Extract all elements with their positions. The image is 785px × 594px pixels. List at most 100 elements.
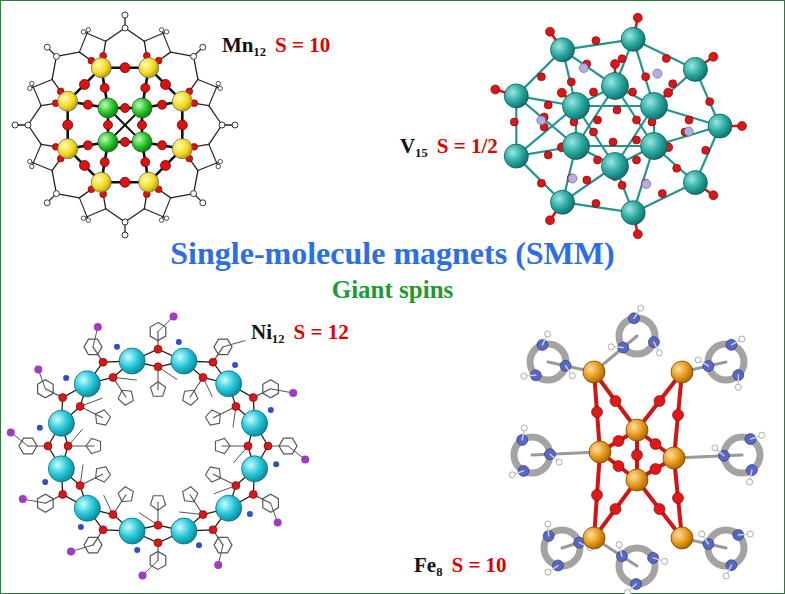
ligand-bond xyxy=(209,144,218,166)
hydrogen-atom xyxy=(164,30,168,34)
hydrogen-atom xyxy=(159,218,163,222)
oxygen-atom xyxy=(611,60,620,69)
halogen-atom xyxy=(94,323,102,331)
oxygen-atom xyxy=(59,394,67,402)
nickel-atom xyxy=(171,518,197,544)
oxygen-atom xyxy=(232,402,240,410)
spin-value: S = 10 xyxy=(451,553,506,577)
hydrogen-atom xyxy=(545,521,551,527)
pyrrolidine-ring xyxy=(96,467,111,482)
oxygen-atom xyxy=(654,396,665,407)
manganese-atom xyxy=(91,58,111,78)
hydrogen-atom xyxy=(545,331,551,337)
oxygen-atom xyxy=(629,88,637,96)
oxygen-atom xyxy=(662,54,670,62)
oxygen-atom xyxy=(609,138,617,146)
carbon-atom xyxy=(44,44,50,50)
oxygen-atom xyxy=(158,141,167,150)
manganese-atom xyxy=(139,172,159,192)
fe8-molecule xyxy=(509,305,765,594)
oxygen-atom xyxy=(209,526,217,534)
hydrogen-atom xyxy=(638,305,644,311)
oxygen-atom xyxy=(109,373,117,381)
oxygen-atom xyxy=(610,504,621,515)
nitrogen-atom xyxy=(176,339,182,345)
ligand-bond xyxy=(56,52,79,56)
ligand-bond xyxy=(171,194,194,198)
iron-atom xyxy=(583,527,605,549)
oxygen-atom xyxy=(632,450,643,461)
nitrogen-atom xyxy=(37,425,43,431)
molecule-name: Mn₁₂ xyxy=(222,33,266,57)
halogen-atom xyxy=(67,547,75,555)
pyrrolidine-ring xyxy=(183,487,198,502)
nickel-atom xyxy=(216,495,242,521)
carbon-atom xyxy=(12,122,18,128)
oxygen-atom xyxy=(80,80,90,90)
carbon-atom xyxy=(191,53,197,59)
iron-atom xyxy=(589,441,611,463)
hydrogen-atom xyxy=(164,216,168,220)
oxygen-atom xyxy=(633,156,641,164)
halogen-atom xyxy=(170,313,178,321)
oxygen-atom xyxy=(100,83,109,92)
arsenic-atom xyxy=(537,116,546,125)
vanadium-atom xyxy=(563,133,590,160)
vanadium-atom xyxy=(602,73,629,100)
oxygen-atom xyxy=(199,511,207,519)
nitrogen-atom xyxy=(268,407,274,413)
oxygen-atom xyxy=(590,88,598,96)
manganese-atom xyxy=(58,91,78,111)
oxygen-atom xyxy=(80,161,90,171)
hydrogen-atom xyxy=(662,558,668,564)
oxygen-atom xyxy=(709,52,718,61)
text-holder: Mn₁₂ S = 10 xyxy=(222,33,330,57)
molecule-name: Fe₈ xyxy=(414,553,442,577)
vanadium-atom xyxy=(641,93,668,120)
oxygen-atom xyxy=(100,158,109,167)
ni12-molecule xyxy=(7,313,309,580)
ligand-bond xyxy=(194,171,198,194)
hydrogen-atom xyxy=(712,445,718,451)
spin-value: S = 10 xyxy=(275,33,330,57)
oxygen-atom xyxy=(544,101,552,109)
oxygen-atom xyxy=(491,85,500,94)
oxygen-atom xyxy=(592,407,603,418)
carbon-atom xyxy=(200,200,206,206)
oxygen-atom xyxy=(63,120,73,130)
ligand-bond xyxy=(56,194,79,198)
halogen-atom xyxy=(301,456,309,464)
oxygen-atom xyxy=(83,141,92,150)
oxygen-atom xyxy=(633,116,641,124)
oxygen-atom xyxy=(650,439,661,450)
oxygen-atom xyxy=(709,191,718,200)
oxygen-atom xyxy=(650,464,661,475)
oxygen-atom xyxy=(592,199,600,207)
manganese-atom xyxy=(172,139,192,159)
vanadium-atom xyxy=(504,144,528,168)
vanadium-atom xyxy=(683,57,707,81)
oxygen-atom xyxy=(44,442,52,450)
nitrogen-atom xyxy=(273,461,279,467)
oxygen-atom xyxy=(64,442,72,450)
oxygen-atom xyxy=(618,55,626,63)
oxygen-atom xyxy=(673,493,684,504)
carbon-atom xyxy=(122,219,128,225)
pyrrolidine-ring xyxy=(150,382,165,397)
oxygen-atom xyxy=(544,151,552,159)
carbon-atom xyxy=(53,191,59,197)
oxygen-atom xyxy=(249,490,257,498)
text-holder: Single-molecule magnets (SMM) xyxy=(0,236,785,271)
vanadium-atom xyxy=(621,201,645,225)
nitrogen-atom xyxy=(63,375,69,381)
pyrrolidine-ring xyxy=(206,467,221,482)
arsenic-atom xyxy=(568,174,577,183)
hydrogen-atom xyxy=(81,216,85,220)
pyrrolidine-ring xyxy=(150,496,165,511)
slide-subtitle: Giant spins xyxy=(332,276,454,303)
oxygen-atom xyxy=(613,461,624,472)
oxygen-atom xyxy=(594,156,602,164)
oxygen-atom xyxy=(264,442,272,450)
ligand-bond xyxy=(171,52,194,56)
oxygen-atom xyxy=(99,526,107,534)
